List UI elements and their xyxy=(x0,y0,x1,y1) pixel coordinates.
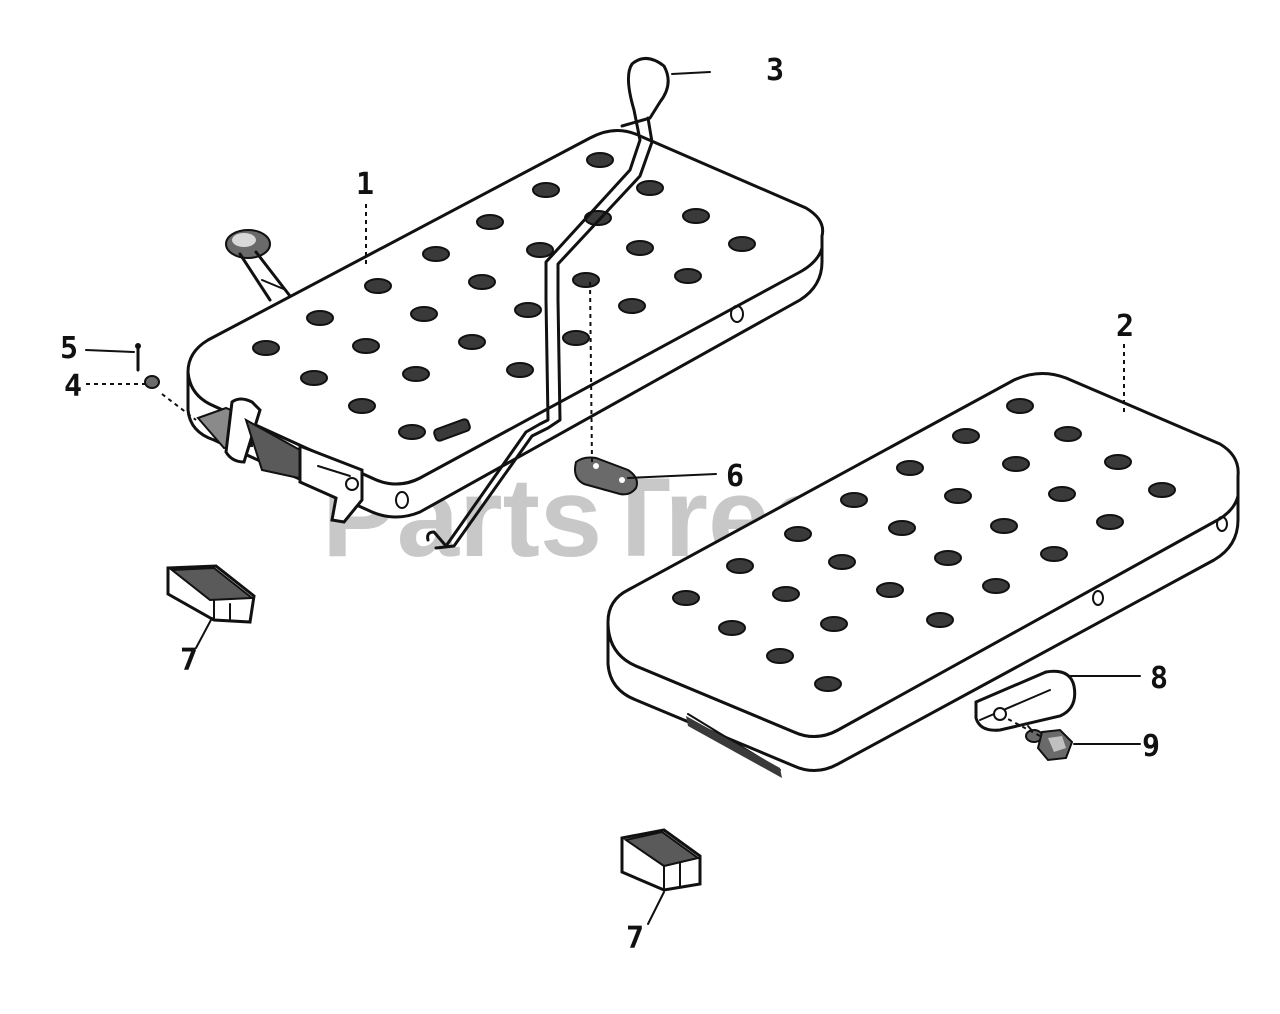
callout-1: 1 xyxy=(356,167,374,202)
latch-bracket xyxy=(196,397,364,524)
end-cap-lower xyxy=(620,828,702,892)
callout-6: 6 xyxy=(726,459,744,494)
bolt xyxy=(1025,725,1074,762)
callout-4: 4 xyxy=(64,369,82,404)
callout-9: 9 xyxy=(1142,729,1160,764)
pivot-stud xyxy=(225,229,292,302)
footrest-left-holes xyxy=(252,152,756,442)
cotter-pin xyxy=(135,343,141,372)
mounting-bracket xyxy=(974,669,1077,732)
latch-rod xyxy=(426,57,670,550)
callout-2: 2 xyxy=(1116,309,1134,344)
footrest-right-holes xyxy=(672,398,1176,692)
retainer-plate xyxy=(574,456,638,496)
callout-8: 8 xyxy=(1150,661,1168,696)
callout-5: 5 xyxy=(60,331,78,366)
end-cap-upper xyxy=(166,564,256,624)
callout-7-lower: 7 xyxy=(626,921,644,956)
callouts: 1 2 3 4 5 6 7 8 9 7 xyxy=(60,53,1168,956)
callout-3: 3 xyxy=(766,53,784,88)
leader-lines xyxy=(85,71,1141,925)
footrest-right xyxy=(606,372,1240,778)
callout-7-upper: 7 xyxy=(180,643,198,678)
washer xyxy=(144,375,160,389)
